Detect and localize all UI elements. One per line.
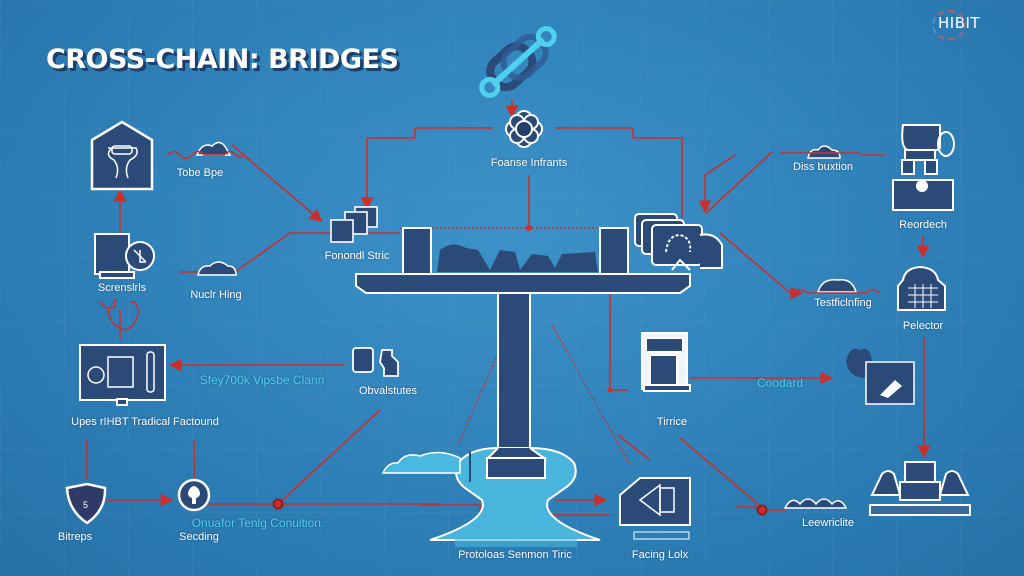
node-label-facing: Facing Lolx [631,549,689,561]
gear-flower-icon [505,110,543,148]
node-label-reordech: Reordech [899,219,947,231]
svg-text:5: 5 [83,500,88,510]
junction-dot [272,498,284,510]
node-label-pelector: Pelector [902,320,944,332]
house-node-icon [90,120,154,191]
warehouse-icon [869,461,971,516]
shield-icon: 5 [65,482,107,525]
node-label-leewriclite: Leewriclite [802,517,854,529]
brand-logo: HIBIT [932,10,980,40]
base-label: Protoloas Senmon Tiric [458,549,572,561]
bridge-base [429,447,601,541]
page-title: CROSS-CHAIN: BRIDGES [46,44,399,75]
cloud-network-icon [197,261,237,276]
annotation-onuafor: Onuafor Tenlg Conuition. [191,516,325,530]
bridge-structure [355,227,691,464]
node-label-nuclr: Nuclr Hing [190,289,242,301]
cloud-network-icon [167,141,245,160]
connector [420,504,481,520]
node-label-tirrice: Tirrice [656,416,688,428]
connector [719,232,804,300]
server-stack-icon [892,124,955,211]
connector [698,154,736,214]
dotted-connector [551,324,631,466]
puzzle-piece-icon [846,348,915,405]
pi-logo-icon [932,10,966,40]
shield-card-icon [619,477,691,540]
hub-label: Foanse Infrants [490,157,568,169]
connector [617,434,651,461]
chain-link-icon [479,26,557,98]
connector [705,151,773,214]
connector [609,290,628,391]
node-label-disbution: Diss buxtion [793,161,853,173]
connector [555,127,683,218]
node-label-screensirls: Screnslrls [97,282,147,294]
connector [360,127,493,211]
pin-circle-icon [177,478,211,512]
cloud-network-icon [783,498,848,509]
node-label-secding: Secding [179,531,219,543]
node-label-testfic: Testficlnfing [814,297,872,309]
junction-dot [756,504,768,516]
devices-icon [352,347,399,377]
node-label-upes: Upes rIHBT Tradical Factound [71,416,219,428]
base-plate [455,537,577,547]
sketch-icon [99,298,139,340]
monitor-device-icon [94,233,155,279]
node-label-coodard: Coodard [756,376,804,390]
cloud-network-icon [780,145,860,159]
monitor-stack-icon [634,213,723,271]
annotation-sfey: Sfey700k Vipsbe Clann [199,373,325,387]
node-label-obvals: Obvalstutes [358,385,418,397]
junction-dot [526,225,532,231]
connector [277,409,381,505]
node-label-fonond: Fonondl Stric [324,250,390,262]
node-label-bitreps: Bitreps [57,531,93,543]
connector [231,144,323,223]
cloud-network-icon [789,279,881,294]
machine-panel-icon [641,332,691,392]
node-label-tobe: Tobe Bpe [176,167,224,179]
stacked-cards-icon [330,206,378,243]
cloud-icon [381,451,471,482]
document-panel-icon [79,344,166,406]
junction-dot [607,387,613,393]
building-grid-icon [897,265,946,311]
connector [679,437,785,511]
